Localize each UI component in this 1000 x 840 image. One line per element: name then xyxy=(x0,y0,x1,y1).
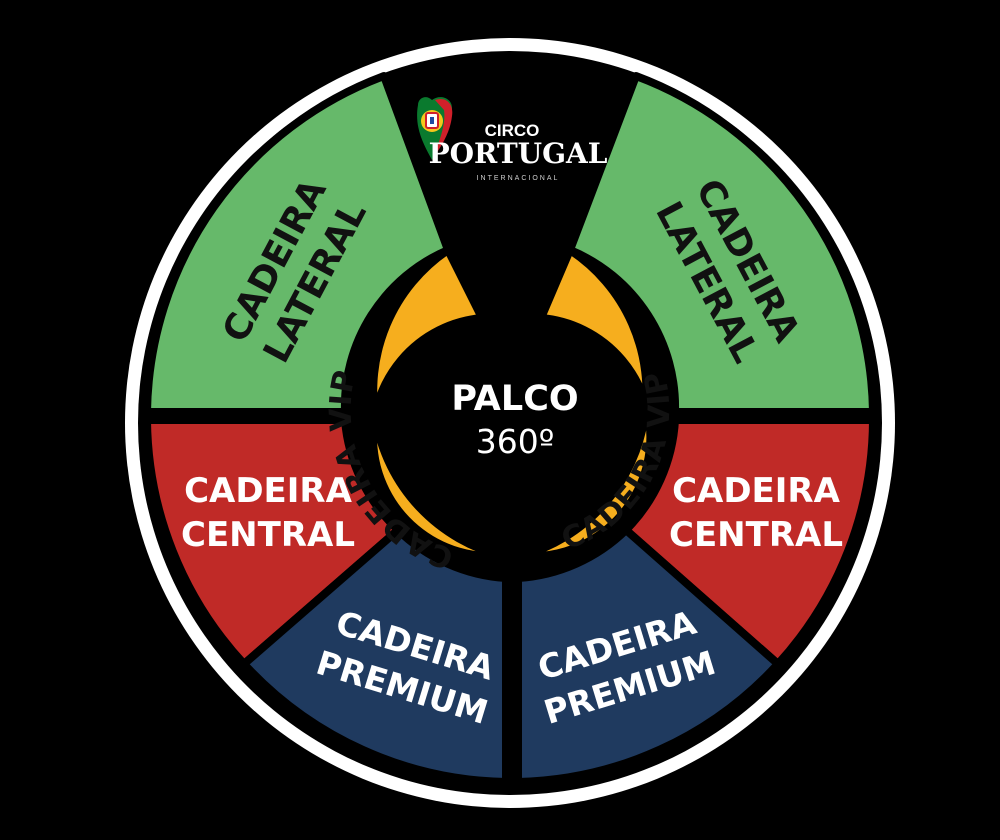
logo-line1: CIRCO xyxy=(485,121,540,140)
section-lateral-left[interactable] xyxy=(143,72,452,416)
logo-line2: PORTUGAL xyxy=(429,137,608,170)
section-vip-right[interactable] xyxy=(517,246,655,561)
logo-line3: INTERNACIONAL xyxy=(477,175,560,182)
section-vip-left[interactable] xyxy=(369,246,507,561)
central-left-label-line1: CADEIRA xyxy=(184,471,353,511)
central-left-label-line2: CENTRAL xyxy=(181,515,355,555)
central-right-label-line2: CENTRAL xyxy=(669,515,843,555)
portugal-shield-icon xyxy=(417,97,453,160)
stage-subtitle: 360º xyxy=(476,422,555,461)
central-right-label-line1: CADEIRA xyxy=(672,471,841,511)
section-central-right[interactable] xyxy=(622,416,877,668)
stage-title: PALCO xyxy=(451,379,578,419)
section-central-left[interactable] xyxy=(143,416,402,668)
stage-circle xyxy=(408,319,616,527)
section-lateral-right[interactable] xyxy=(566,72,877,416)
section-premium-right[interactable] xyxy=(514,526,782,786)
section-premium-left[interactable] xyxy=(240,526,510,786)
circo-portugal-logo: CIRCO PORTUGAL INTERNACIONAL xyxy=(417,97,608,182)
